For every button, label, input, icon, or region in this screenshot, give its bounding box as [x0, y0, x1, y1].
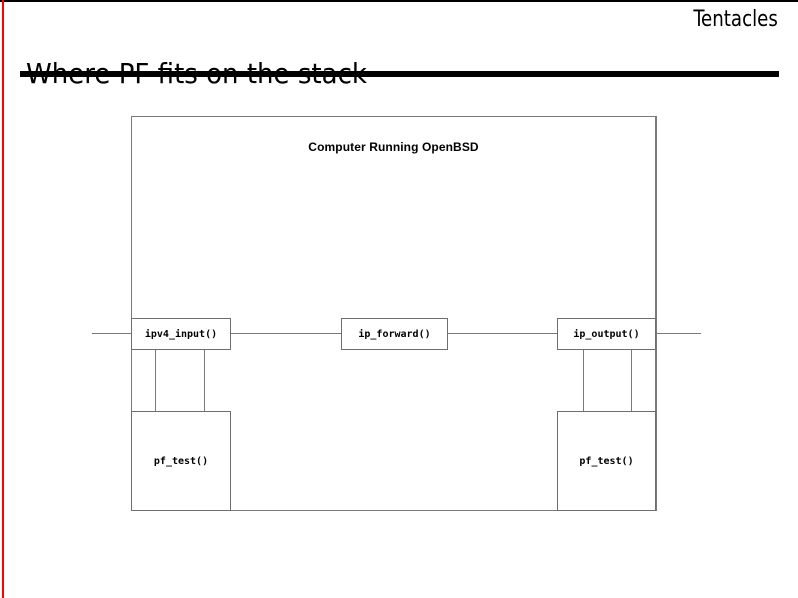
host-edge-right-segment	[656, 116, 657, 511]
top-border-rule	[0, 0, 798, 2]
wire-ingress-right	[204, 350, 205, 411]
box-pf-test-egress[interactable]: pf_test()	[557, 411, 656, 511]
wire-external-out	[656, 333, 701, 334]
box-pf-test-ingress[interactable]: pf_test()	[131, 411, 231, 511]
title-underline-rule	[20, 71, 779, 77]
left-accent-rule	[2, 0, 4, 598]
wire-input-to-forward	[231, 333, 342, 334]
box-ip-output[interactable]: ip_output()	[557, 318, 656, 350]
wire-ingress-left	[155, 350, 156, 411]
wire-forward-to-output	[447, 333, 558, 334]
box-ipv4-input[interactable]: ipv4_input()	[131, 318, 231, 350]
wire-egress-left	[583, 350, 584, 411]
wire-external-in	[92, 333, 132, 334]
deck-name: Tentacles	[693, 7, 778, 32]
box-ip-forward[interactable]: ip_forward()	[341, 318, 448, 350]
wire-egress-right	[631, 350, 632, 411]
host-edge-left-segment	[131, 116, 132, 511]
host-label: Computer Running OpenBSD	[308, 140, 479, 154]
